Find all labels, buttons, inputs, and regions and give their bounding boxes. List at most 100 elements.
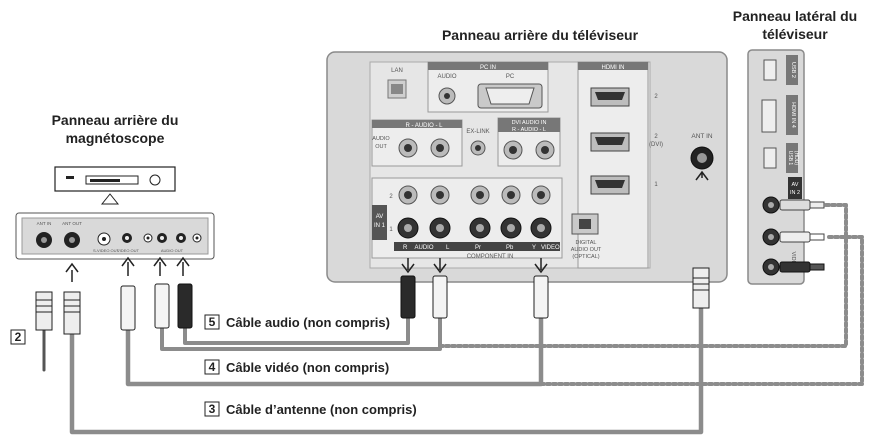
cable-label-text: Câble d’antenne (non compris) bbox=[226, 402, 417, 417]
cable-number: 4 bbox=[209, 360, 216, 374]
hdmi-in4-label: HDMI IN 4 bbox=[790, 102, 796, 128]
vcr-rear-heading-line2: magnétoscope bbox=[65, 130, 165, 146]
arrow-up-icon bbox=[121, 256, 135, 276]
digital-label-b: AUDIO OUT bbox=[571, 247, 602, 253]
cable-number: 2 bbox=[15, 330, 22, 344]
dvi-rl-label: R - AUDIO - L bbox=[512, 127, 546, 133]
optical-port-icon bbox=[571, 213, 599, 235]
antenna-cable bbox=[69, 305, 704, 435]
usb-port-icon bbox=[763, 59, 777, 81]
usb1-label-b: (HDD) bbox=[793, 151, 799, 165]
component-in-label: COMPONENT IN bbox=[467, 254, 514, 260]
audio-cable-red bbox=[183, 316, 410, 345]
cable-paths bbox=[42, 203, 864, 435]
vcr-ant-out-label: ANT OUT bbox=[62, 221, 82, 226]
digital-label-a: DIGITAL bbox=[576, 240, 597, 246]
usb2-label: USB 2 bbox=[790, 62, 796, 78]
hdmi-port-icon bbox=[590, 132, 630, 152]
rca-plug-icon bbox=[154, 283, 170, 329]
hdmi-port-icon bbox=[761, 99, 777, 133]
rca-jack-icon bbox=[143, 233, 153, 243]
cable-label-video: 4 Câble vidéo (non compris) bbox=[204, 359, 389, 375]
pc-label: PC bbox=[506, 74, 515, 80]
ex-link-jack-icon bbox=[470, 140, 486, 156]
l-label: L bbox=[446, 245, 450, 251]
svideo-jack-icon bbox=[97, 232, 111, 246]
rca-jack-icon bbox=[501, 185, 521, 205]
rca-plug-icon bbox=[177, 283, 193, 329]
rca-jack-icon bbox=[762, 258, 780, 276]
rca-jack-icon bbox=[762, 228, 780, 246]
hdmi-2dvi-label-b: (DVI) bbox=[649, 142, 663, 148]
lan-label: LAN bbox=[391, 68, 403, 74]
rca-jack-icon bbox=[762, 196, 780, 214]
rca-plug-icon bbox=[120, 285, 136, 331]
antenna-jack-icon bbox=[36, 232, 52, 248]
rca-jack-icon bbox=[530, 217, 552, 239]
cable-label-text: Câble audio (non compris) bbox=[226, 315, 390, 330]
arrow-down-icon bbox=[401, 258, 415, 274]
usb1-label-a: USB 1 bbox=[787, 151, 793, 166]
rca-jack-icon bbox=[429, 217, 451, 239]
arrow-up-icon bbox=[153, 256, 167, 276]
hdmi-2dvi-label-a: 2 bbox=[654, 134, 658, 140]
cable-label-text: Câble vidéo (non compris) bbox=[226, 360, 389, 375]
vcr-rear-panel: ANT IN ANT OUT S-VIDEO OUT VIDEO OUT AUD… bbox=[15, 212, 215, 260]
pb-label: Pb bbox=[506, 245, 514, 251]
arrow-down-icon bbox=[433, 258, 447, 274]
hdmi-in-label: HDMI IN bbox=[602, 65, 625, 71]
row-2-label: 2 bbox=[389, 194, 393, 200]
digital-label-c: (OPTICAL) bbox=[572, 254, 599, 260]
tv-side-heading-line1: Panneau latéral du bbox=[732, 8, 858, 24]
rca-jack-icon bbox=[531, 185, 551, 205]
vcr-audio-out-label: AUDIO OUT bbox=[161, 248, 184, 253]
rca-jack-icon bbox=[500, 217, 522, 239]
y-label: Y bbox=[532, 245, 536, 251]
rca-plug-icon bbox=[432, 275, 448, 319]
pc-audio-label: AUDIO bbox=[437, 74, 456, 80]
rca-jack-icon bbox=[430, 138, 450, 158]
tv-rear-panel: LAN PC IN AUDIO PC HDMI IN bbox=[326, 51, 728, 283]
arrow-up-icon bbox=[695, 170, 709, 181]
side-video-label: VIDEO bbox=[790, 251, 796, 269]
hdmi-2-label: 2 bbox=[654, 94, 658, 100]
rca-jack-icon bbox=[469, 217, 491, 239]
pc-in-label: PC IN bbox=[480, 65, 496, 71]
rca-plug-icon bbox=[779, 199, 825, 211]
audio-out-label-b: OUT bbox=[375, 144, 387, 150]
arrow-up-icon bbox=[176, 256, 190, 276]
audio-out-rl-label: R - AUDIO - L bbox=[405, 123, 443, 129]
vcr-unit bbox=[54, 166, 176, 205]
rca-jack-icon bbox=[503, 140, 523, 160]
vga-port-icon bbox=[477, 83, 543, 109]
coax-plug-icon bbox=[692, 267, 710, 309]
arrow-down-icon bbox=[534, 258, 548, 274]
rca-plug-icon bbox=[533, 275, 549, 319]
av-in1-label-b: IN 1 bbox=[374, 223, 386, 229]
hdmi-1-label: 1 bbox=[654, 182, 658, 188]
av-in1-label-a: AV bbox=[376, 214, 384, 220]
cable-number: 5 bbox=[209, 315, 216, 329]
arrow-up-icon bbox=[65, 262, 79, 282]
cable-label-antenna: 3 Câble d’antenne (non compris) bbox=[204, 401, 417, 417]
antenna-jack-icon bbox=[690, 146, 714, 170]
side-audio-dotted bbox=[438, 203, 848, 348]
pc-audio-jack-icon bbox=[438, 87, 456, 105]
hdmi-port-icon bbox=[590, 175, 630, 195]
usb-port-icon bbox=[763, 147, 777, 169]
rca-jack-icon bbox=[397, 217, 419, 239]
rca-jack-icon bbox=[470, 185, 490, 205]
cable-label-wall: 2 bbox=[10, 329, 26, 345]
rca-plug-icon bbox=[779, 261, 825, 273]
side-video-dotted bbox=[539, 235, 864, 386]
ex-link-label: EX-LINK bbox=[466, 129, 489, 135]
audio-out-label-a: AUDIO bbox=[372, 136, 390, 142]
tv-ant-in-label: ANT IN bbox=[691, 133, 712, 140]
rca-plug-icon bbox=[400, 275, 416, 319]
hdmi-port-icon bbox=[590, 87, 630, 107]
lan-port-icon bbox=[387, 79, 407, 99]
vcr-rear-heading-line1: Panneau arrière du bbox=[51, 112, 179, 128]
rca-jack-icon bbox=[122, 233, 132, 243]
cable-label-audio: 5 Câble audio (non compris) bbox=[204, 314, 390, 330]
